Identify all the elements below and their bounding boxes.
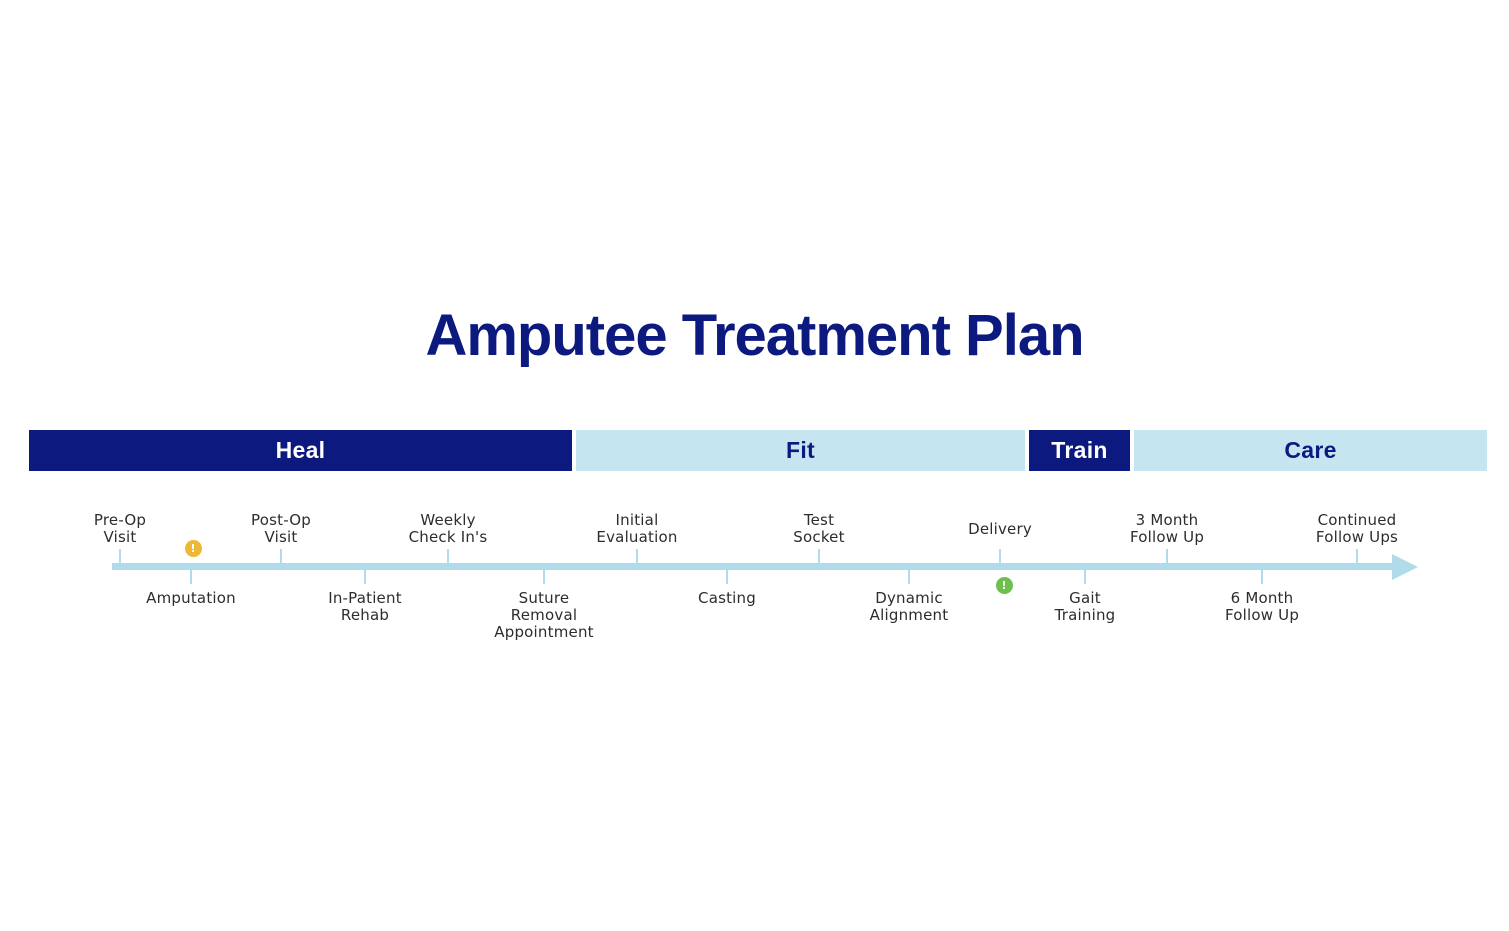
milestone-tick <box>280 549 282 564</box>
milestone-tick <box>726 569 728 584</box>
delivery-alert-icon: ! <box>995 576 1013 594</box>
milestone-tick <box>818 549 820 564</box>
milestone-tick <box>190 569 192 584</box>
milestone-label: Casting <box>698 589 756 607</box>
milestone-tick <box>1261 569 1263 584</box>
milestone-tick <box>364 569 366 584</box>
milestone-label: Delivery <box>968 519 1032 538</box>
timeline-line <box>112 563 1394 570</box>
timeline-arrow-icon <box>1392 554 1418 580</box>
milestone-label: Gait Training <box>1054 589 1116 624</box>
milestone-label: 6 Month Follow Up <box>1224 589 1300 624</box>
milestone-label: Weekly Check In's <box>408 511 488 546</box>
amputation-alert-icon: ! <box>184 539 202 557</box>
phase-label: Train <box>1051 437 1108 463</box>
milestone-label: Suture Removal Appointment <box>494 589 594 641</box>
milestone-label: 3 Month Follow Up <box>1129 511 1205 546</box>
milestone-label: Initial Evaluation <box>596 511 678 546</box>
phase-segment-fit: Fit <box>576 430 1025 471</box>
phase-label: Heal <box>275 437 326 463</box>
milestone-tick <box>447 549 449 564</box>
milestone-label: Test Socket <box>793 511 845 546</box>
phase-segment-care: Care <box>1134 430 1487 471</box>
milestone-label: Dynamic Alignment <box>869 589 949 624</box>
milestone-tick <box>543 569 545 584</box>
milestone-label: Post-Op Visit <box>251 511 311 546</box>
milestone-label: Amputation <box>146 589 236 607</box>
milestone-label: Pre-Op Visit <box>93 511 147 546</box>
milestone-tick <box>119 549 121 564</box>
milestone-tick <box>908 569 910 584</box>
phase-bar: Heal Fit Train Care <box>29 430 1487 471</box>
phase-segment-train: Train <box>1029 430 1130 471</box>
milestone-tick <box>636 549 638 564</box>
milestone-tick <box>1084 569 1086 584</box>
milestone-tick <box>1166 549 1168 564</box>
milestone-label: In-Patient Rehab <box>328 589 402 624</box>
phase-label: Fit <box>786 437 815 463</box>
milestone-tick <box>999 549 1001 564</box>
milestone-label: Continued Follow Ups <box>1315 511 1399 546</box>
phase-segment-heal: Heal <box>29 430 572 471</box>
page-title: Amputee Treatment Plan <box>425 303 1084 368</box>
milestone-tick <box>1356 549 1358 564</box>
phase-label: Care <box>1284 437 1337 463</box>
